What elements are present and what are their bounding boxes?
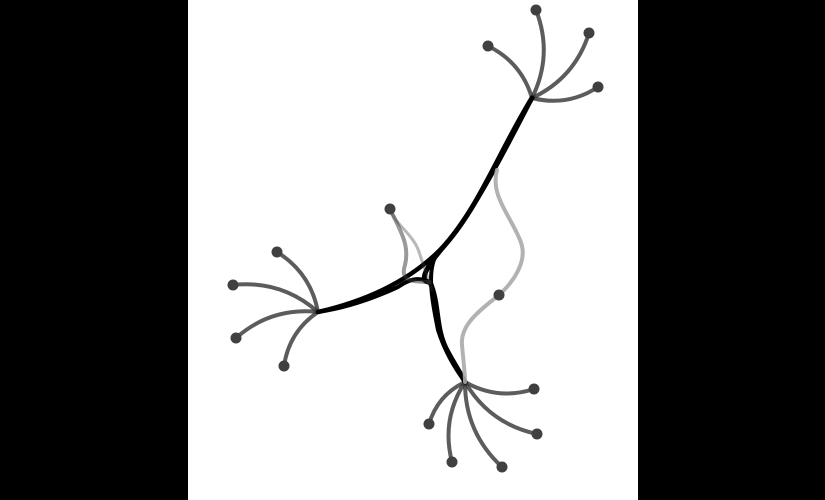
top-leaf-node-2 (592, 81, 604, 93)
secondary-link-4 (459, 293, 501, 384)
left-cluster-twig-3 (282, 310, 320, 368)
top-leaf-node-1 (583, 27, 595, 39)
middle-leaf-node-1 (493, 289, 505, 301)
left-leaf-node-0 (271, 246, 283, 258)
left-cluster-twig-1 (231, 282, 320, 314)
secondary-link-3 (493, 168, 525, 297)
left-leaf-node-2 (230, 332, 242, 344)
node-layer (227, 4, 604, 473)
bottom-leaf-node-3 (446, 456, 458, 468)
top-cluster-twig-0 (530, 8, 546, 100)
bottom-leaf-node-2 (496, 461, 508, 473)
top-leaf-node-3 (482, 40, 494, 52)
secondary-link-1 (388, 207, 432, 284)
top-cluster-twig-2 (530, 85, 600, 103)
bundle-center-bottom (427, 279, 468, 385)
bundle-top-bottom (429, 248, 467, 384)
bottom-cluster-twig-3 (446, 380, 467, 464)
middle-leaf-node-0 (384, 203, 396, 215)
bottom-leaf-node-4 (423, 418, 435, 430)
bottom-cluster-twig-1 (463, 380, 539, 436)
bundle-center-left (316, 277, 432, 314)
bottom-leaf-node-1 (531, 428, 543, 440)
left-leaf-node-1 (227, 279, 239, 291)
diagram-canvas (188, 0, 638, 500)
top-cluster-twig-1 (530, 31, 591, 100)
secondary-link-2 (388, 207, 434, 292)
bottom-leaf-node-0 (528, 383, 540, 395)
bottom-cluster-twig-2 (462, 380, 504, 469)
left-leaf-node-3 (278, 360, 290, 372)
top-leaf-node-0 (530, 4, 542, 16)
bottom-cluster-twig-0 (463, 380, 536, 396)
edge-layer (231, 8, 600, 469)
left-cluster-twig-2 (234, 309, 320, 340)
top-cluster-twig-3 (486, 44, 534, 100)
left-cluster-twig-0 (275, 250, 320, 314)
